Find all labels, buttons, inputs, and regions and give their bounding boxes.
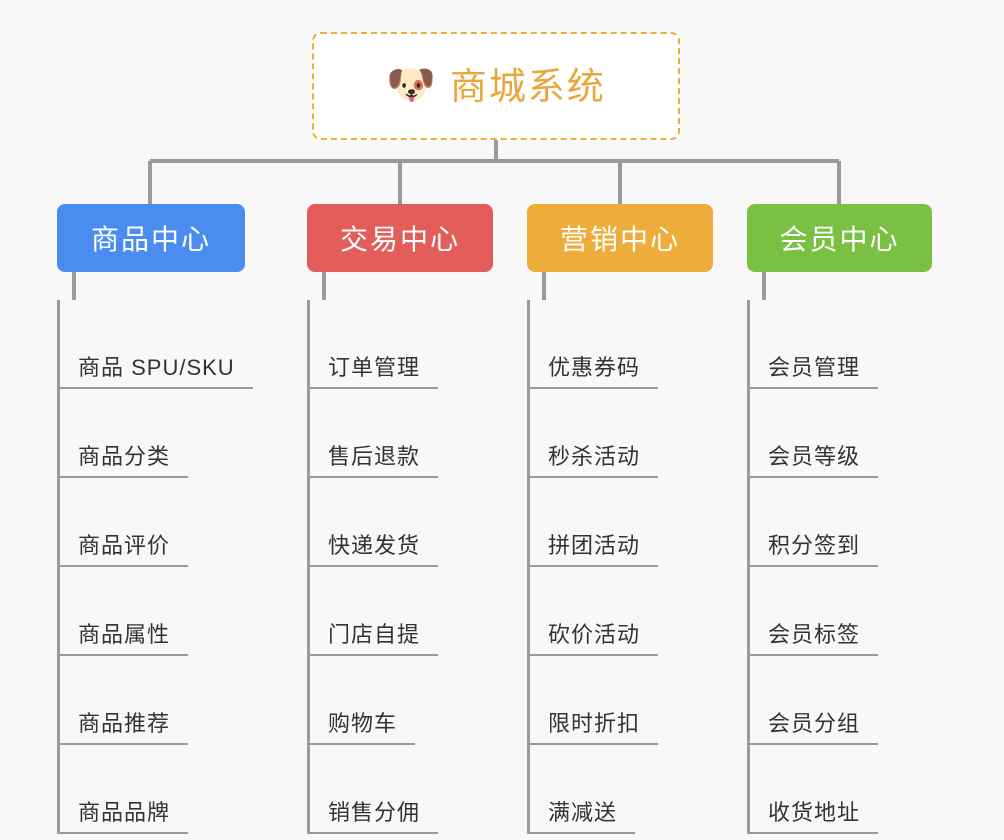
leaf-label: 售后退款 — [310, 446, 439, 478]
list-item[interactable]: 门店自提 — [310, 567, 493, 656]
branch-column-1: 交易中心 订单管理 售后退款 快递发货 门店自提 购物车 销售分佣 — [307, 204, 493, 834]
list-item[interactable]: 商品推荐 — [60, 656, 245, 745]
category-label-0: 商品中心 — [90, 224, 211, 255]
list-item[interactable]: 满减送 — [530, 745, 713, 834]
list-item[interactable]: 快递发货 — [310, 478, 493, 567]
leaf-list-2: 优惠券码 秒杀活动 拼团活动 砍价活动 限时折扣 满减送 — [527, 300, 713, 834]
list-item[interactable]: 订单管理 — [310, 300, 493, 389]
leaf-label: 砍价活动 — [530, 624, 659, 656]
leaf-label: 商品 SPU/SKU — [60, 357, 253, 389]
list-item[interactable]: 购物车 — [310, 656, 493, 745]
leaf-label: 订单管理 — [310, 357, 439, 389]
leaf-label: 商品分类 — [60, 446, 189, 478]
list-item[interactable]: 商品 SPU/SKU — [60, 300, 253, 389]
leaf-list-3: 会员管理 会员等级 积分签到 会员标签 会员分组 收货地址 — [747, 300, 932, 834]
list-item[interactable]: 销售分佣 — [310, 745, 493, 834]
leaf-label: 商品属性 — [60, 624, 189, 656]
leaf-label: 满减送 — [530, 802, 636, 834]
list-item[interactable]: 积分签到 — [750, 478, 932, 567]
branch-column-2: 营销中心 优惠券码 秒杀活动 拼团活动 砍价活动 限时折扣 满减送 — [527, 204, 713, 834]
leaf-label: 商品品牌 — [60, 802, 189, 834]
root-node[interactable]: 🐶 商城系统 — [312, 32, 680, 140]
branch-column-0: 商品中心 商品 SPU/SKU 商品分类 商品评价 商品属性 商品推荐 商品品牌 — [57, 204, 253, 834]
list-item[interactable]: 售后退款 — [310, 389, 493, 478]
category-header-1[interactable]: 交易中心 — [307, 204, 493, 272]
leaf-label: 门店自提 — [310, 624, 439, 656]
list-item[interactable]: 收货地址 — [750, 745, 932, 834]
leaf-label: 优惠券码 — [530, 357, 659, 389]
list-item[interactable]: 会员等级 — [750, 389, 932, 478]
category-label-3: 会员中心 — [779, 224, 900, 255]
category-label-2: 营销中心 — [559, 224, 680, 255]
leaf-label: 拼团活动 — [530, 535, 659, 567]
list-item[interactable]: 优惠券码 — [530, 300, 713, 389]
dog-face-icon: 🐶 — [386, 63, 436, 107]
leaf-list-0: 商品 SPU/SKU 商品分类 商品评价 商品属性 商品推荐 商品品牌 — [57, 300, 253, 834]
leaf-label: 快递发货 — [310, 535, 439, 567]
leaf-label: 会员等级 — [750, 446, 879, 478]
list-item[interactable]: 秒杀活动 — [530, 389, 713, 478]
leaf-label: 购物车 — [310, 713, 416, 745]
list-item[interactable]: 会员标签 — [750, 567, 932, 656]
leaf-label: 积分签到 — [750, 535, 879, 567]
list-item[interactable]: 砍价活动 — [530, 567, 713, 656]
leaf-label: 会员分组 — [750, 713, 879, 745]
leaf-label: 收货地址 — [750, 802, 879, 834]
list-item[interactable]: 限时折扣 — [530, 656, 713, 745]
list-item[interactable]: 会员分组 — [750, 656, 932, 745]
category-header-0[interactable]: 商品中心 — [57, 204, 245, 272]
list-item[interactable]: 商品分类 — [60, 389, 245, 478]
leaf-label: 秒杀活动 — [530, 446, 659, 478]
branch-column-3: 会员中心 会员管理 会员等级 积分签到 会员标签 会员分组 收货地址 — [747, 204, 932, 834]
category-header-2[interactable]: 营销中心 — [527, 204, 713, 272]
list-item[interactable]: 商品品牌 — [60, 745, 245, 834]
leaf-label: 限时折扣 — [530, 713, 659, 745]
category-label-1: 交易中心 — [339, 224, 460, 255]
list-item[interactable]: 会员管理 — [750, 300, 932, 389]
list-item[interactable]: 拼团活动 — [530, 478, 713, 567]
leaf-label: 销售分佣 — [310, 802, 439, 834]
list-item[interactable]: 商品属性 — [60, 567, 245, 656]
leaf-label: 会员管理 — [750, 357, 879, 389]
leaf-label: 会员标签 — [750, 624, 879, 656]
leaf-label: 商品推荐 — [60, 713, 189, 745]
leaf-list-1: 订单管理 售后退款 快递发货 门店自提 购物车 销售分佣 — [307, 300, 493, 834]
category-header-3[interactable]: 会员中心 — [747, 204, 932, 272]
root-title: 商城系统 — [449, 65, 606, 107]
list-item[interactable]: 商品评价 — [60, 478, 245, 567]
leaf-label: 商品评价 — [60, 535, 189, 567]
